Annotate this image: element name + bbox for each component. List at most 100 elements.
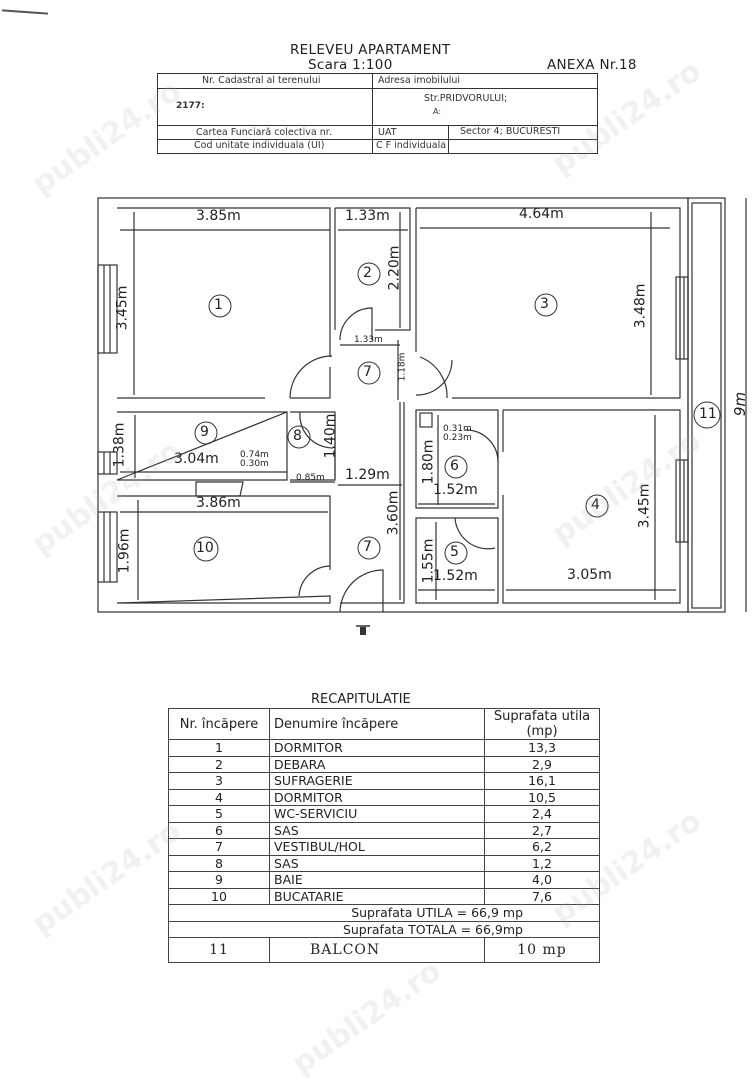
uat-value: Sector 4; BUCURESTI <box>460 126 561 137</box>
address-label: Adresa imobilului <box>378 75 461 86</box>
row-name: SAS <box>269 854 485 872</box>
recap-title: RECAPITULATIE <box>311 692 411 707</box>
row-nr: 4 <box>168 788 270 806</box>
balcony-row: 11 BALCON 10 mp <box>168 937 600 963</box>
row-name: BUCATARIE <box>269 887 485 905</box>
dim-r6-width: 1.52m <box>433 482 478 498</box>
dim-r2-height: 2.20m <box>386 245 403 291</box>
row-nr: 6 <box>168 821 270 839</box>
room-label-10: 10 <box>196 540 214 556</box>
header-table: Nr. Cadastral al terenului 2177: Adresa … <box>157 73 598 154</box>
dim-r4-width: 3.05m <box>567 567 612 583</box>
dim-r4-height: 3.45m <box>636 483 653 529</box>
col-header-area: Suprafata utila (mp) <box>484 708 600 740</box>
row-area: 1,2 <box>484 854 600 872</box>
dim-hall-top-height: 1.18m <box>397 352 408 382</box>
dim-hall-top-width: 1.33m <box>354 335 383 345</box>
room-label-3: 3 <box>540 296 549 312</box>
recap-table: Nr. încăpere Denumire încăpere Suprafata… <box>168 708 600 963</box>
cadastral-value: 2177: <box>176 101 205 111</box>
row-area: 2,4 <box>484 805 600 823</box>
address-line1: Str.PRIDVORULUI; <box>424 93 508 104</box>
row-nr: 7 <box>168 838 270 856</box>
balcony-nr: 11 <box>168 937 270 963</box>
floor-plan-drawing <box>97 197 747 635</box>
cf-individuala-label: C F individuala <box>376 140 447 151</box>
row-area: 6,2 <box>484 838 600 856</box>
dim-hall-height: 3.60m <box>385 490 402 536</box>
dim-r9-width: 3.04m <box>174 451 219 467</box>
dim-r1-width: 3.85m <box>196 208 241 224</box>
room-label-9: 9 <box>200 424 209 440</box>
row-nr: 3 <box>168 772 270 790</box>
row-nr: 9 <box>168 871 270 889</box>
room-label-7-top: 7 <box>363 364 372 380</box>
dim-r10-height: 1.96m <box>116 528 133 574</box>
dim-r9-small1: 0.74m <box>240 450 269 460</box>
room-label-4: 4 <box>591 497 600 513</box>
cadastral-label: Nr. Cadastral al terenului <box>202 75 321 86</box>
dim-r3-width: 4.64m <box>519 206 564 222</box>
dim-r9-small2: 0.30m <box>240 459 269 469</box>
col-header-nr: Nr. încăpere <box>168 708 270 740</box>
dim-overall: 9m <box>731 391 750 417</box>
room-label-1: 1 <box>214 297 223 313</box>
row-name: SUFRAGERIE <box>269 772 485 790</box>
row-nr: 1 <box>168 739 270 757</box>
row-name: SAS <box>269 821 485 839</box>
row-name: DEBARA <box>269 755 485 773</box>
dim-r9-height: 1.38m <box>111 422 128 468</box>
watermark: publi24.ro <box>285 953 448 1082</box>
dim-r6-height: 1.80m <box>420 439 437 485</box>
document-title: RELEVEU APARTAMENT <box>290 42 451 58</box>
total-totala-row: Suprafata TOTALA = 66,9mp <box>168 920 600 938</box>
dim-r5-width: 1.52m <box>433 568 478 584</box>
cod-ui-label: Cod unitate individuala (UI) <box>194 140 325 151</box>
address-line2: A: <box>433 107 442 116</box>
room-label-8: 8 <box>293 428 302 444</box>
row-name: DORMITOR <box>269 739 485 757</box>
row-nr: 5 <box>168 805 270 823</box>
row-nr: 8 <box>168 854 270 872</box>
balcony-name: BALCON <box>269 937 485 963</box>
dim-r6-small2: 0.23m <box>443 433 472 443</box>
dim-r2-width: 1.33m <box>345 208 390 224</box>
row-name: WC-SERVICIU <box>269 805 485 823</box>
dim-r6-small1: 0.31m <box>443 424 472 434</box>
room-label-6: 6 <box>450 458 459 474</box>
total-utila-row: Suprafata UTILA = 66,9 mp <box>168 904 600 922</box>
row-nr: 2 <box>168 755 270 773</box>
col-header-name: Denumire încăpere <box>269 708 485 740</box>
balcony-area: 10 mp <box>484 937 600 963</box>
total-totala: Suprafata TOTALA = 66,9mp <box>168 920 600 938</box>
row-area: 10,5 <box>484 788 600 806</box>
room-label-2: 2 <box>363 265 372 281</box>
room-label-5: 5 <box>450 544 459 560</box>
row-nr: 10 <box>168 887 270 905</box>
carte-funciara-label: Cartea Funciară colectiva nr. <box>196 127 332 138</box>
dim-hall-width: 1.29m <box>345 467 390 483</box>
dim-r10-width: 3.86m <box>196 495 241 511</box>
uat-label: UAT <box>378 127 397 138</box>
row-area: 4,0 <box>484 871 600 889</box>
row-area: 2,9 <box>484 755 600 773</box>
dim-r8-height: 1.40m <box>322 413 339 459</box>
row-name: VESTIBUL/HOL <box>269 838 485 856</box>
recap-header-row: Nr. încăpere Denumire încăpere Suprafata… <box>168 708 600 740</box>
scale-label: Scara 1:100 <box>308 57 393 73</box>
annex-label: ANEXA Nr.18 <box>547 57 637 73</box>
total-utila: Suprafata UTILA = 66,9 mp <box>168 904 600 922</box>
row-area: 7,6 <box>484 887 600 905</box>
row-name: BAIE <box>269 871 485 889</box>
dim-r8-width: 0.85m <box>296 473 325 483</box>
row-name: DORMITOR <box>269 788 485 806</box>
dim-r3-height: 3.48m <box>632 283 649 329</box>
